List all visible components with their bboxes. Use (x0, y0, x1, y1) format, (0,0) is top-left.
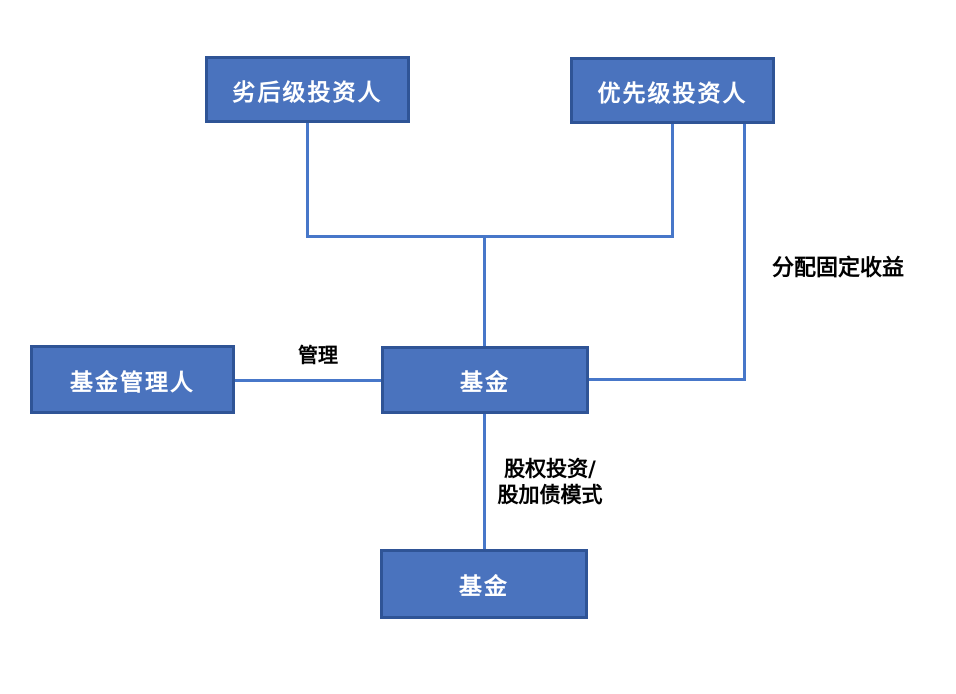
connector-manager-to-fund (234, 379, 382, 382)
node-fund-manager: 基金管理人 (30, 345, 235, 414)
node-fund-sub-label: 基金 (459, 573, 509, 599)
edge-label-manage: 管理 (298, 343, 338, 367)
edge-label-investment-mode-line1: 股权投资/ (504, 456, 596, 481)
edge-label-investment-mode: 股权投资/ 股加债模式 (489, 456, 611, 508)
edge-label-fixed-income: 分配固定收益 (772, 255, 905, 281)
connector-senior-fixed-income-down (743, 123, 746, 381)
node-subordinated-investor: 劣后级投资人 (205, 56, 410, 123)
node-fund-main: 基金 (381, 346, 589, 414)
connector-fixed-income-elbow (588, 378, 746, 381)
node-fund-manager-label: 基金管理人 (70, 368, 195, 395)
connector-senior-down (671, 123, 674, 238)
connector-top-bus (306, 235, 674, 238)
node-senior-investor: 优先级投资人 (570, 57, 775, 124)
node-fund-sub: 基金 (380, 549, 588, 619)
node-senior-investor-label: 优先级投资人 (597, 79, 748, 106)
node-subordinated-investor-label: 劣后级投资人 (232, 78, 383, 105)
connector-subordinated-down (306, 122, 309, 238)
connector-bus-to-fund (483, 235, 486, 347)
edge-label-investment-mode-line2: 股加债模式 (497, 482, 603, 507)
node-fund-main-label: 基金 (460, 369, 510, 395)
connector-fund-to-subfund (483, 413, 486, 550)
